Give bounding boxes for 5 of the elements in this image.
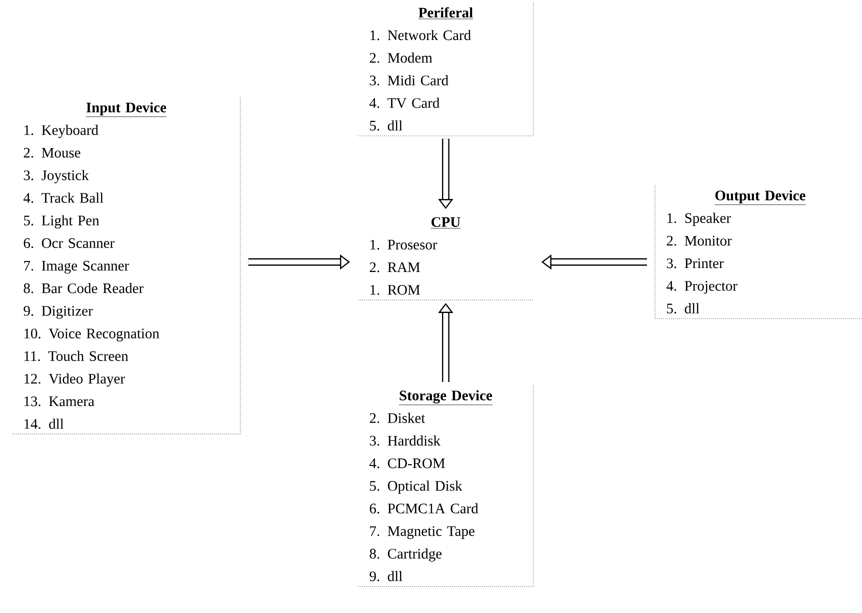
device-list-box: Periferal 1. Network Card 2. Modem 3. Midi Card 4. TV Card 5. dll [358, 2, 534, 136]
device-list-box: Input Device 1. Keyboard 2. Mouse 3. Joystick 4. Track Ball 5. Light Pen 6. Ocr Scanner 7. Image Scanner 8. Bar Code Reader 9. Digitizer 10. Voice Recognation 11. Touch Screen 12. Video Player 13. Kamera 14. dll [12, 96, 241, 435]
device-list-box: Output Device 1. Speaker 2. Monitor 3. Printer 4. Projector 5. dll [654, 184, 862, 320]
device-list-box: Storage Device 2. Disket 3. Harddisk 4. CD-ROM 5. Optical Disk 6. PCMC1A Card 7. Magnetic Tape 8. Cartridge 9. dll [358, 384, 534, 587]
device-list-box: CPU 1. Prosesor 2. RAM 1. ROM [358, 217, 534, 300]
